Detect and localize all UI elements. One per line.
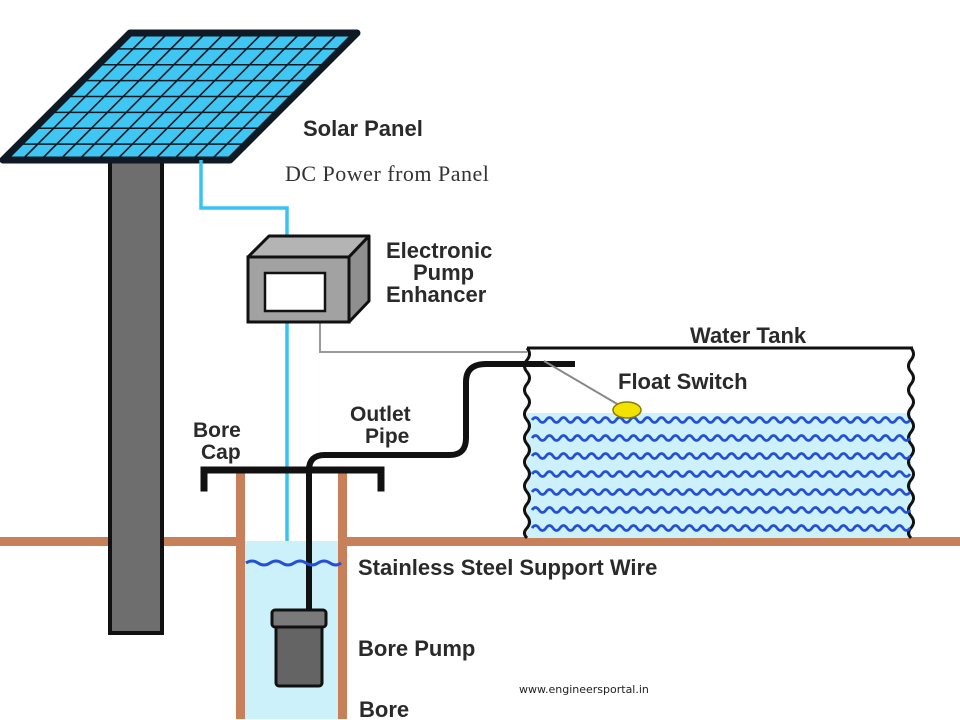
bore-pump-label: Bore Pump (358, 636, 475, 661)
credit-watermark: www.engineersportal.in (519, 683, 649, 696)
support-wire-label: Stainless Steel Support Wire (358, 555, 657, 580)
bore-water-level (245, 559, 342, 567)
outlet-pipe-label-line1: Outlet (350, 403, 411, 426)
tank-wave (530, 506, 912, 514)
bore-label: Bore (359, 697, 409, 720)
water-tank-label: Water Tank (690, 323, 807, 348)
float-switch-label: Float Switch (618, 369, 748, 394)
tank-icon (523, 346, 915, 540)
solar-panel-icon (0, 29, 361, 164)
enhancer-label-line1: Electronic (386, 238, 492, 263)
tank-wave (530, 524, 912, 532)
solar-panel-label: Solar Panel (303, 116, 423, 141)
tank-wave (530, 434, 912, 442)
outlet-pipe (306, 361, 575, 628)
bore-cap-label-line1: Bore (193, 419, 241, 442)
panel-pole (108, 153, 164, 635)
enhancer-label-line2: Pump (413, 260, 474, 285)
outlet-pipe-label-line2: Pipe (365, 425, 409, 448)
float-switch-icon (543, 360, 642, 419)
tank-wave (530, 488, 912, 496)
tank-wave (530, 416, 912, 424)
bore-cap-label-line2: Cap (201, 441, 241, 464)
control-box-icon (246, 234, 371, 324)
dc-power-label: DC Power from Panel (285, 161, 489, 186)
enhancer-label-line3: Enhancer (386, 282, 487, 307)
tank-wave (530, 452, 912, 460)
bore-cap (200, 466, 385, 492)
pump-icon (270, 608, 328, 688)
tank-wave (530, 470, 912, 478)
